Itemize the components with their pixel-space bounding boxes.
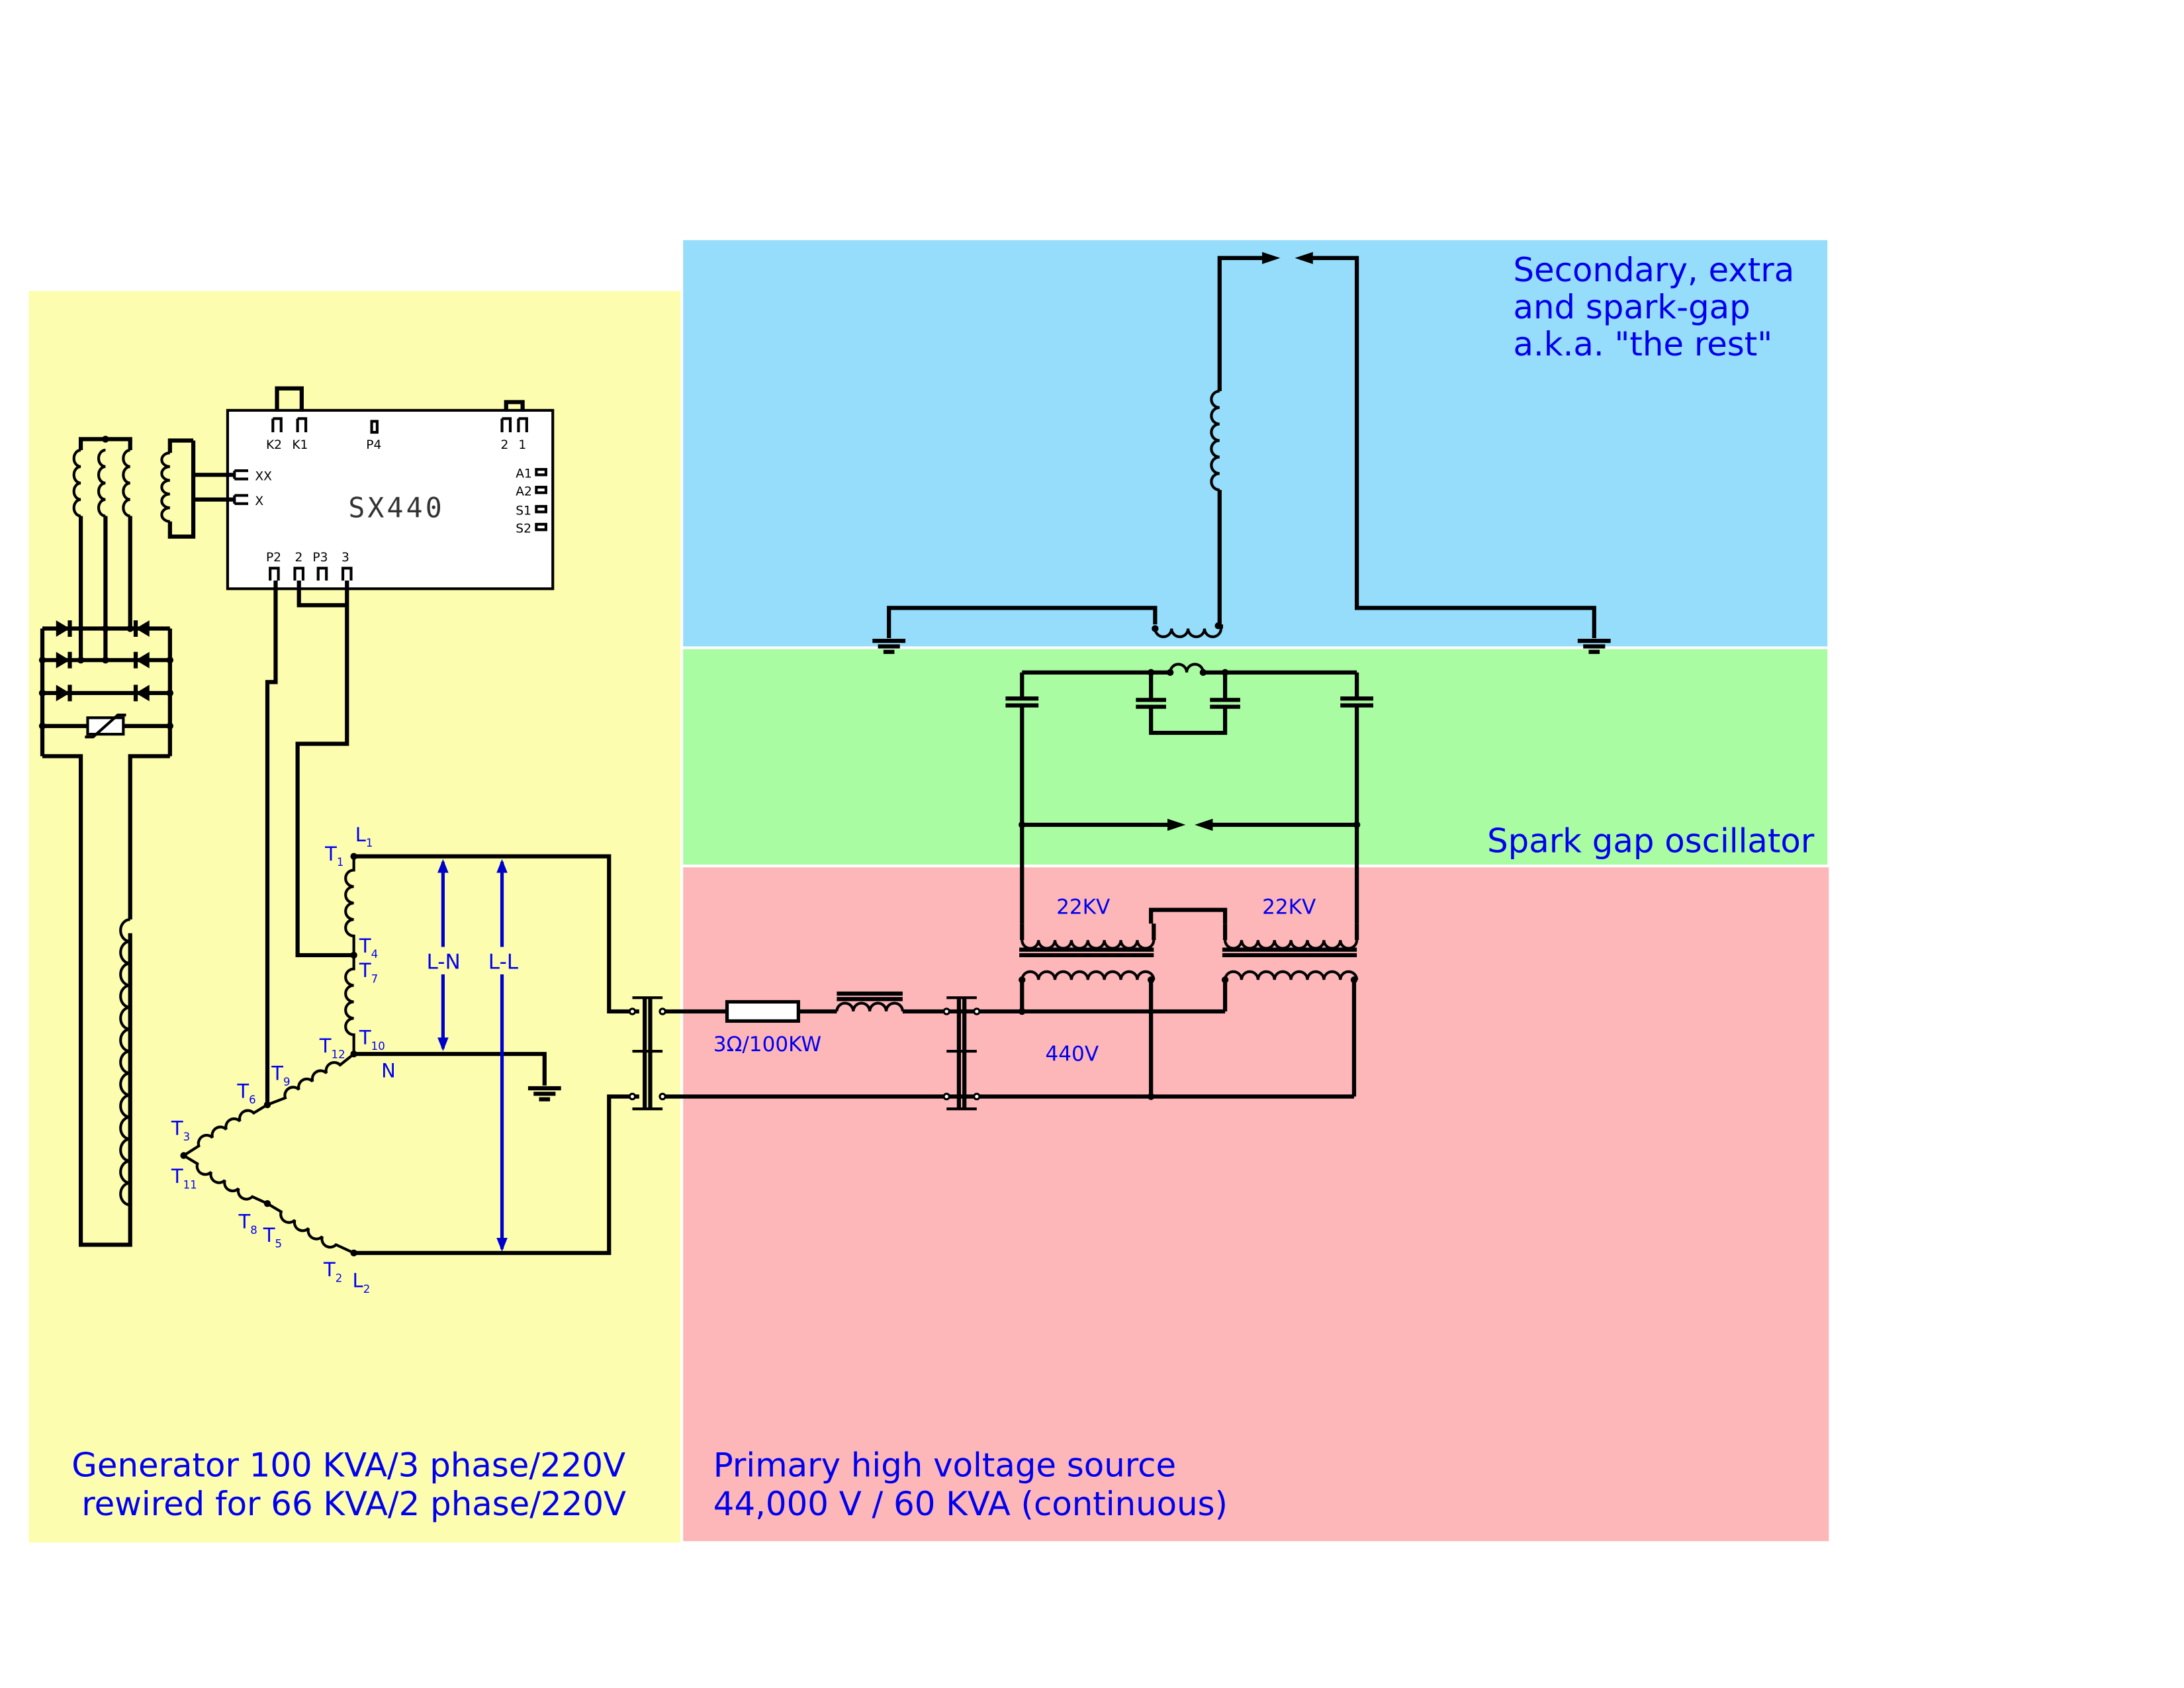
transformer-a-secondary-icon [1021, 939, 1156, 950]
exciter-field-coil-icon [160, 451, 170, 523]
terminal-l2: L2 [353, 1270, 371, 1295]
terminal-t10: T10 [359, 1027, 385, 1053]
transformer-b-voltage: 22KV [1262, 896, 1316, 919]
pin-x: X [255, 494, 263, 508]
main-field-coil-icon [119, 917, 130, 1207]
pin-k1: K1 [292, 438, 308, 452]
switch-1-icon [628, 996, 666, 1111]
pin-3-bottom: 3 [341, 551, 349, 565]
ground-right-icon [1577, 639, 1611, 654]
spark-gap-label: Spark gap oscillator [1487, 821, 1815, 860]
pin-xx: XX [255, 470, 272, 484]
transformer-b-primary-icon [1224, 970, 1359, 980]
terminal-t6: T6 [236, 1080, 255, 1106]
choke-icon [835, 1002, 904, 1012]
switch-2-icon [942, 996, 981, 1111]
pin-p4: P4 [366, 438, 381, 452]
sx440-regulator [226, 408, 555, 590]
primary-voltage-label: 440V [1046, 1043, 1099, 1066]
pin-p3: P3 [312, 551, 328, 565]
pin-2-bottom: 2 [295, 551, 302, 565]
ground-left-icon [872, 639, 906, 654]
zone-secondary [683, 240, 1828, 647]
resistor-icon [725, 1000, 800, 1023]
terminal-n: N [381, 1059, 396, 1082]
terminal-t11: T11 [171, 1165, 197, 1191]
ll-label: L-L [488, 951, 519, 974]
zone-primary [683, 867, 1829, 1542]
ground-neutral-icon [527, 1086, 561, 1102]
generator-circuit: SX440 K2 K1 P4 2 1 XX X A1 A2 S1 S2 P2 2… [38, 386, 666, 1295]
generator-label: Generator 100 KVA/3 phase/220V rewired f… [71, 1446, 636, 1523]
pin-p2: P2 [266, 551, 281, 565]
primary-label: Primary high voltage source 44,000 V / 6… [713, 1446, 1228, 1523]
regulator-name: SX440 [348, 492, 445, 524]
ln-label: L-N [427, 951, 461, 974]
transformer-b-secondary-icon [1224, 939, 1359, 950]
resistor-label: 3Ω/100KW [713, 1033, 821, 1056]
secondary-label: Secondary, extra and spark-gap a.k.a. "t… [1513, 251, 1805, 363]
zone-spark-gap [683, 649, 1828, 865]
pin-a2: A2 [516, 485, 532, 498]
terminal-t1: T1 [324, 843, 343, 868]
spark-coil-icon [1169, 663, 1205, 673]
transformer-a-voltage: 22KV [1056, 896, 1110, 919]
terminal-t12: T12 [319, 1035, 345, 1060]
terminal-t5: T5 [263, 1224, 282, 1250]
primary-coupling-coil-icon [1154, 628, 1222, 639]
pin-s1: S1 [516, 504, 531, 518]
secondary-circuit [872, 252, 1611, 654]
terminal-t2: T2 [323, 1258, 342, 1284]
terminal-t9: T9 [271, 1062, 290, 1088]
pin-a1: A1 [516, 467, 532, 481]
terminal-labels: T1 L1 T4 T7 T10 T12 N T9 T6 T3 T11 T8 T5… [171, 823, 396, 1295]
ll-arrow [496, 859, 508, 1252]
pin-1-top: 1 [518, 438, 526, 452]
terminal-t3: T3 [171, 1117, 190, 1143]
primary-circuit: 22KV 22KV 440V 3Ω/100KW [665, 896, 1359, 1111]
secondary-coil-icon [1210, 389, 1220, 492]
pin-2-top: 2 [500, 438, 508, 452]
pin-s2: S2 [516, 522, 531, 536]
spark-gap-circuit [1005, 663, 1373, 924]
terminal-t7: T7 [359, 959, 378, 985]
rectifier-bridge-icon [38, 620, 174, 757]
transformer-a-primary-icon [1021, 970, 1156, 980]
terminal-l1: L1 [355, 823, 373, 849]
terminal-t8: T8 [238, 1210, 257, 1236]
terminal-t4: T4 [359, 935, 378, 961]
pin-k2: K2 [266, 438, 282, 452]
exciter-armature-icon [72, 448, 130, 518]
